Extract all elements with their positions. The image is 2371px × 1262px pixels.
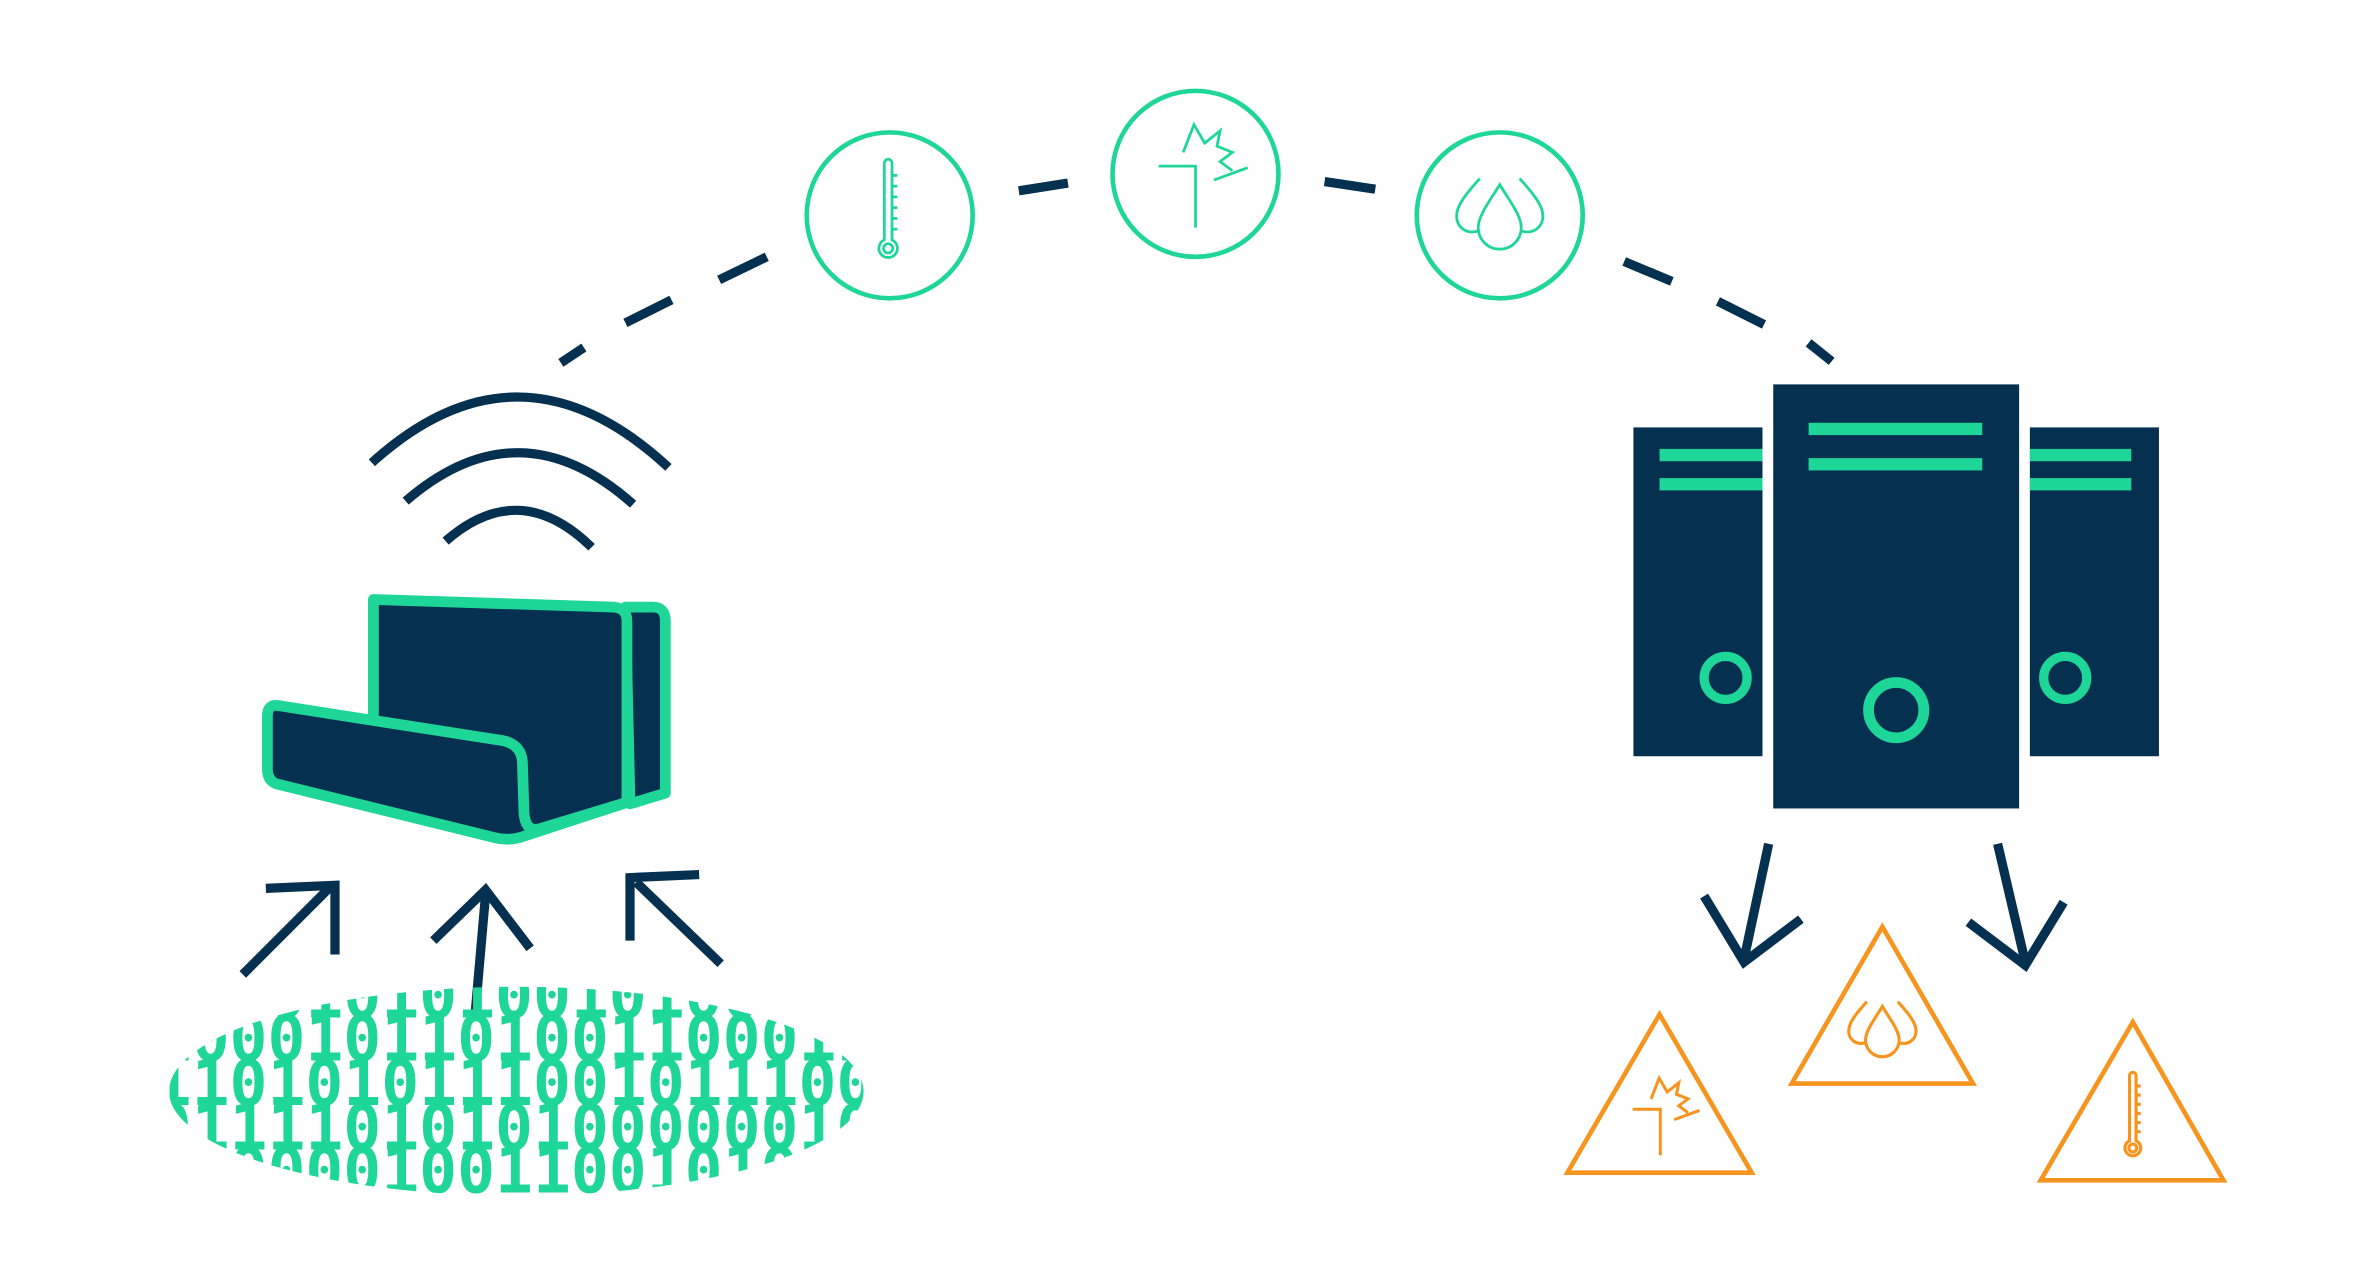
iot-device-icon	[261, 594, 671, 845]
data-arrow-center	[430, 882, 534, 1018]
binary-line: 1000101101001100011111011	[154, 1002, 1102, 1075]
sensor-badge-temperature	[804, 130, 975, 301]
humidity-icon	[1847, 1000, 1918, 1059]
thermometer-icon	[2123, 1070, 2143, 1158]
warning-humidity	[1787, 922, 1978, 1086]
vibration-icon	[1631, 1076, 1701, 1157]
binary-line: 1000001001100101010010111	[154, 1135, 1102, 1208]
data-arrow-right	[625, 869, 724, 967]
binary-line: 1101010111001011100011110	[154, 1047, 1102, 1120]
binary-line: 0111101010100000010011010	[154, 1092, 1102, 1165]
data-input-arrows	[239, 869, 724, 1018]
sensor-badge-humidity	[1414, 130, 1586, 301]
warning-temperature	[2036, 1017, 2228, 1183]
sensor-badge-vibration	[1110, 88, 1281, 260]
warning-vibration	[1563, 1009, 1756, 1175]
data-arrow-left	[239, 880, 340, 978]
binary-data-cloud: 1010101010010100101110011 10001011010011…	[154, 987, 1102, 1208]
alert-output-arrows	[1700, 842, 2068, 972]
dashed-connection-arc	[558, 176, 1835, 367]
wireless-signal-icon	[368, 392, 672, 551]
server-tower-center	[1773, 384, 2020, 809]
server-tower-right	[2029, 427, 2159, 757]
alert-arrow-right	[1965, 842, 2068, 972]
server-tower-left	[1633, 427, 1763, 757]
server-cluster-icon	[1633, 384, 2159, 809]
alert-arrow-left	[1700, 842, 1804, 969]
